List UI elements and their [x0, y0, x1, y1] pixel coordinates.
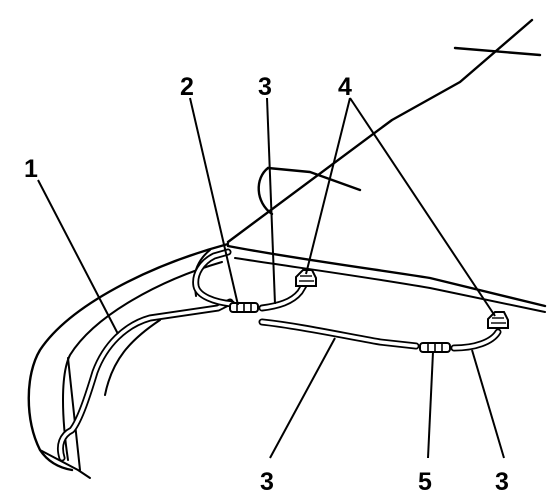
- leader-4a: [305, 97, 351, 275]
- leader-1: [37, 179, 119, 335]
- hose-reservoir: [56, 298, 234, 462]
- callout-3-bottom-left: 3: [260, 468, 274, 496]
- leader-3c: [471, 349, 505, 459]
- hood-leading-edge: [226, 244, 547, 308]
- fender-vertical-line: [67, 357, 81, 471]
- washer-nozzles: [295, 269, 509, 329]
- cowl-bump: [257, 166, 274, 216]
- leader-lines: [37, 97, 505, 459]
- hood-front-line: [234, 257, 546, 313]
- callout-3-bottom-right: 3: [495, 468, 509, 496]
- fender-lower-line: [39, 449, 91, 479]
- vehicle-body: [27, 18, 547, 479]
- hood-top-edge: [226, 18, 534, 244]
- callout-1: 1: [24, 155, 38, 183]
- left-nozzle: [295, 269, 317, 287]
- callout-labels: 1 2 3 4 3 5 3: [24, 73, 509, 496]
- fender-inner-curve: [62, 261, 223, 461]
- leader-5: [427, 351, 434, 459]
- wheel-arch-curve: [104, 319, 161, 396]
- inline-connector: [419, 342, 451, 353]
- washer-hoses: [56, 248, 502, 462]
- right-nozzle: [487, 311, 509, 329]
- leader-4b: [349, 97, 496, 317]
- hood-front-crease: [266, 166, 362, 192]
- leader-3b: [269, 337, 336, 459]
- callout-2: 2: [180, 73, 194, 101]
- leader-3a: [266, 97, 276, 305]
- connectors: [229, 302, 451, 353]
- hood-rear-edge: [453, 46, 542, 57]
- leader-2: [189, 97, 239, 306]
- callout-4: 4: [338, 73, 352, 101]
- fender-outer-curve: [27, 242, 230, 472]
- callout-3-top: 3: [258, 73, 272, 101]
- check-valve-connector: [229, 302, 259, 313]
- callout-5: 5: [418, 468, 432, 496]
